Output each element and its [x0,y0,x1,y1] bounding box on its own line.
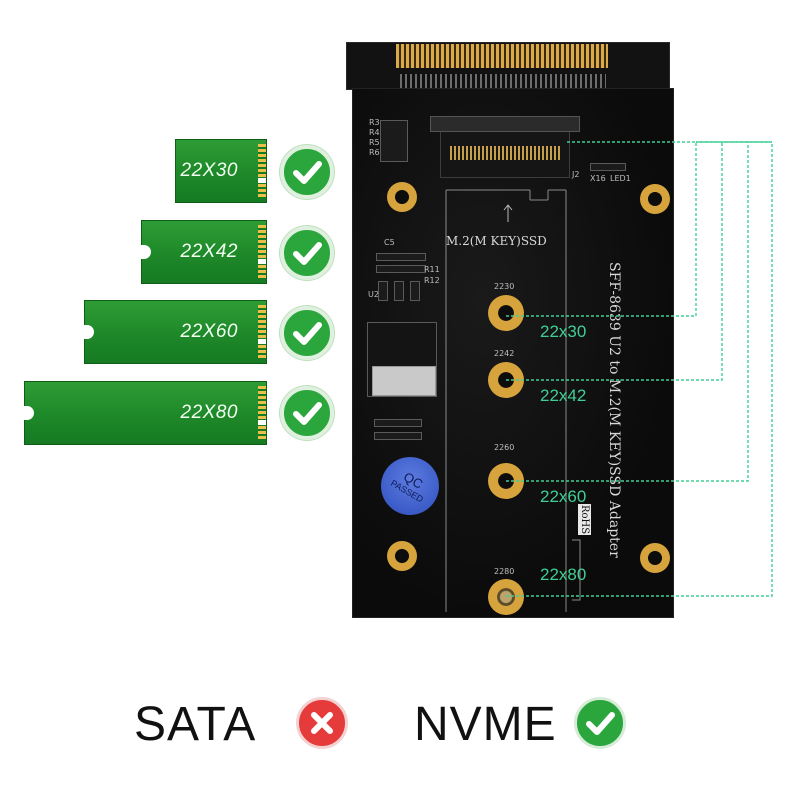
component-ref: X16 [590,174,606,183]
standoff-code: 2280 [494,567,515,576]
rohs-mark: RoHS [578,504,591,536]
standoff-2230 [488,295,524,331]
component-ref: R11 [424,265,440,274]
u2-connector-pins [396,44,608,68]
key-notch [258,420,266,425]
component-ref: U2 [368,290,379,299]
m2-slot-latch [430,116,580,132]
ssd-card-label: 22X30 [180,160,238,181]
standoff-2280 [488,579,524,615]
ic-component [394,281,404,301]
size-label-2260: 22x60 [540,487,587,506]
standoff-code: 2230 [494,282,515,291]
mount-hole [640,184,670,214]
key-notch [258,178,266,183]
check-circle-icon [280,226,334,280]
gold-fingers [258,386,266,440]
board-title: SFF-8639 U2 to M.2(M KEY)SSD Adapter [606,262,622,558]
component-ref: J2 [572,170,580,179]
check-circle-icon [280,386,334,440]
nvme-label: NVME [414,698,557,751]
gold-fingers [258,225,266,279]
gold-fingers [258,144,266,198]
component-ref: R12 [424,276,440,285]
smd-component [380,120,408,162]
check-circle-icon [280,306,334,360]
ssd-card-label: 22X42 [180,241,238,262]
mount-notch [141,245,151,259]
led-component [590,163,626,171]
size-label-2280: 22x80 [540,565,587,584]
check-circle-icon [574,697,626,749]
gold-fingers [258,305,266,359]
m2-slot-pins [450,146,560,160]
component-ref: R4 [369,128,380,137]
ssd-card-22x30: 22X30 [175,139,267,203]
x-circle-icon [296,697,348,749]
ssd-card-22x80: 22X80 [24,381,267,445]
mosfet-tab [372,366,436,396]
ssd-card-label: 22X60 [180,321,238,342]
key-notch [258,339,266,344]
component-ref: R3 [369,118,380,127]
component-ref: LED1 [610,174,631,183]
standoff-code: 2260 [494,443,515,452]
ic-component [378,281,388,301]
smd-component [376,265,426,273]
size-label-2242: 22x42 [540,386,587,405]
ssd-card-label: 22X80 [180,402,238,423]
size-label-2230: 22x30 [540,322,587,341]
mount-hole [640,543,670,573]
ic-component [410,281,420,301]
component-ref: R5 [369,138,380,147]
ssd-card-22x60: 22X60 [84,300,267,364]
ssd-card-22x42: 22X42 [141,220,267,284]
smd-component [374,419,422,427]
mount-hole [387,182,417,212]
component-ref: C5 [384,238,395,247]
mount-hole [387,541,417,571]
component-ref: R6 [369,148,380,157]
standoff-code: 2242 [494,349,515,358]
sata-label: SATA [134,698,257,751]
mount-notch [84,325,94,339]
slot-label: M.2(M KEY)SSD [446,234,547,248]
check-circle-icon [280,145,334,199]
mount-notch [24,406,34,420]
smd-component [376,253,426,261]
key-notch [258,259,266,264]
smd-component [374,432,422,440]
